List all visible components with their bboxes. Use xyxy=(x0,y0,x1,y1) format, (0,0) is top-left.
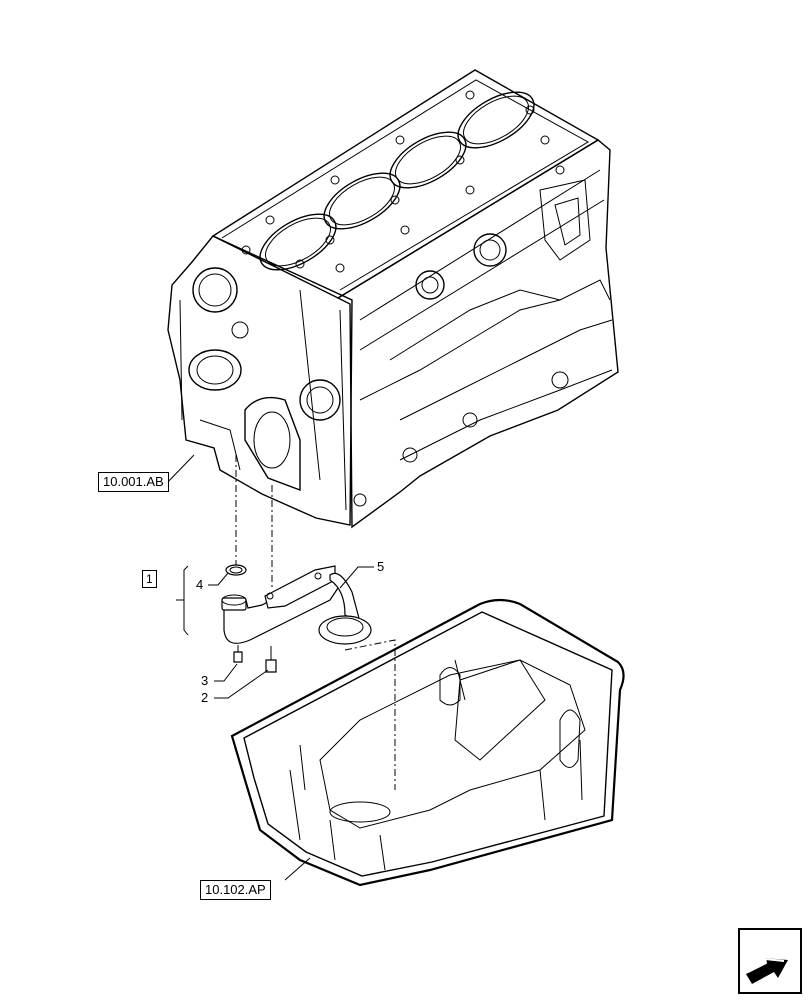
bolts-drawing xyxy=(233,645,277,673)
cylinder-bores xyxy=(259,91,535,271)
oil-suction-pipe-drawing xyxy=(221,564,372,645)
oil-pan-drawing xyxy=(230,598,625,887)
ref-oil-pan[interactable]: 10.102.AP xyxy=(200,880,271,900)
next-page-arrow-icon[interactable] xyxy=(738,928,802,994)
ref-group: 1 xyxy=(142,570,157,588)
arrow-glyph xyxy=(746,957,788,984)
engine-block-drawing xyxy=(167,69,619,529)
ref-engine-block[interactable]: 10.001.AB xyxy=(98,472,169,492)
callout-3: 3 xyxy=(201,673,209,688)
callout-5: 5 xyxy=(377,559,385,574)
callout-2: 2 xyxy=(201,690,209,705)
callout-4: 4 xyxy=(196,577,204,592)
alignment-lines xyxy=(235,455,396,790)
